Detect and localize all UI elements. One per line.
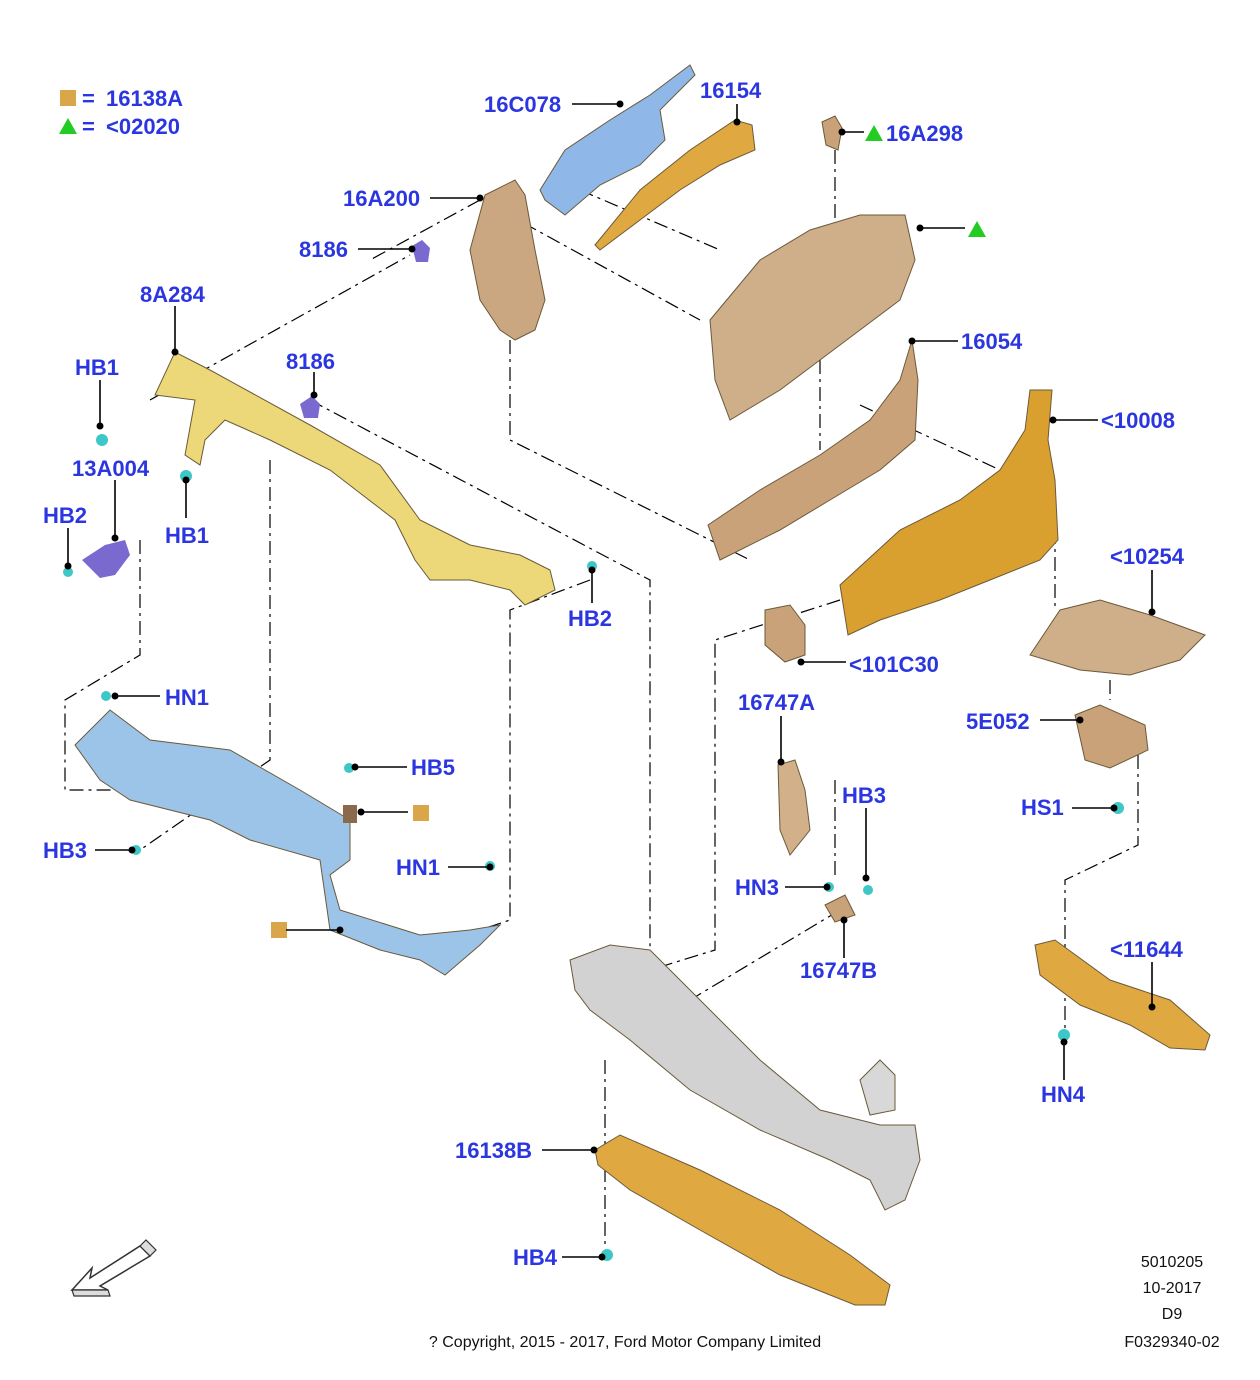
callout-16054: 16054: [961, 329, 1023, 354]
callout-16a200: 16A200: [343, 186, 420, 211]
part-16054: [707, 339, 919, 561]
callout-hb2-right: HB2: [568, 606, 612, 631]
info-code: 5010205: [1141, 1254, 1203, 1271]
part-101c30: [764, 604, 806, 663]
direction-arrow-icon: [70, 1239, 157, 1297]
legend-triangle-icon: [59, 118, 77, 134]
part-16747b: [824, 894, 856, 923]
info-date: 10-2017: [1143, 1280, 1202, 1297]
fastener-hb2-a: [63, 567, 73, 577]
callout-hn3: HN3: [735, 875, 779, 900]
callout-8a284: 8A284: [140, 282, 206, 307]
callout-hb1-lower: HB1: [165, 523, 209, 548]
assembly-lines: [64, 150, 1139, 1245]
callout-16747a: 16747A: [738, 690, 815, 715]
copyright-notice: ? Copyright, 2015 - 2017, Ford Motor Com…: [429, 1334, 821, 1351]
callout-16154: 16154: [700, 78, 762, 103]
callout-hb5: HB5: [411, 755, 455, 780]
callout-hb4: HB4: [513, 1245, 558, 1270]
callout-16a298: 16A298: [886, 121, 963, 146]
part-16a200: [469, 179, 546, 341]
callout-10008: <10008: [1101, 408, 1175, 433]
reference-info: 5010205 10-2017 D9 F0329340-02: [1124, 1254, 1219, 1351]
part-16138b: [594, 1134, 891, 1306]
marker-square-16138a-b: [271, 922, 287, 938]
callout-hn1-right: HN1: [396, 855, 440, 880]
part-apron-panel: [709, 214, 916, 421]
part-8186-b: [300, 396, 320, 418]
callout-8186-lower: 8186: [286, 349, 335, 374]
part-16154: [594, 119, 756, 251]
callout-13a004: 13A004: [72, 456, 150, 481]
callout-16747b: 16747B: [800, 958, 877, 983]
legend-label-02020: <02020: [106, 114, 180, 139]
fastener-hb1-a: [96, 434, 108, 446]
part-bumper-beam: [569, 944, 921, 1211]
callout-11644: <11644: [1110, 937, 1184, 962]
callout-8186-upper: 8186: [299, 237, 348, 262]
legend: = 16138A = <02020: [59, 86, 183, 139]
part-5e052: [1074, 704, 1149, 769]
legend-equals-1: =: [82, 86, 95, 111]
callout-5e052: 5E052: [966, 709, 1030, 734]
callout-hb3-left: HB3: [43, 838, 87, 863]
part-11644: [1034, 939, 1211, 1051]
callouts: 16C078 16154 16A298 16A200 8186 8A284 81…: [43, 78, 1185, 1270]
part-10008: [839, 389, 1059, 636]
marker-square-16138a-a: [413, 805, 429, 821]
callout-hn4: HN4: [1041, 1082, 1086, 1107]
fastener-hn1-a: [101, 691, 111, 701]
leader-lines: [64, 100, 1156, 1261]
callout-hs1: HS1: [1021, 795, 1064, 820]
part-8a284: [154, 351, 556, 606]
callout-hn1-left: HN1: [165, 685, 209, 710]
part-hb5-bracket: [343, 805, 357, 823]
part-bumper-bracket-right: [859, 1059, 896, 1116]
fastener-hn4: [1058, 1029, 1070, 1041]
parts: [74, 64, 1211, 1306]
legend-square-icon: [60, 90, 76, 106]
part-16747a: [777, 759, 811, 856]
callout-16138b: 16138B: [455, 1138, 532, 1163]
legend-equals-2: =: [82, 114, 95, 139]
legend-label-16138a: 16138A: [106, 86, 183, 111]
part-10254: [1029, 599, 1206, 676]
info-figure-id: F0329340-02: [1124, 1334, 1219, 1351]
fastener-hb5: [344, 763, 354, 773]
marker-triangle-02020: [968, 221, 986, 237]
part-13a004: [82, 540, 130, 578]
marker-triangle-16a298: [865, 125, 883, 141]
callout-hb2-left: HB2: [43, 503, 87, 528]
callout-10254: <10254: [1110, 544, 1185, 569]
fastener-hb3-b: [863, 885, 873, 895]
callout-16c078: 16C078: [484, 92, 561, 117]
part-16a298: [821, 115, 843, 151]
info-variant: D9: [1162, 1306, 1183, 1323]
callout-hb1-upper: HB1: [75, 355, 119, 380]
fasteners: [63, 125, 1124, 1261]
part-8186-a: [412, 240, 430, 262]
callout-hb3-right: HB3: [842, 783, 886, 808]
part-radiator-support: [74, 709, 502, 976]
part-16c078: [539, 64, 696, 216]
callout-101c30: <101C30: [849, 652, 939, 677]
